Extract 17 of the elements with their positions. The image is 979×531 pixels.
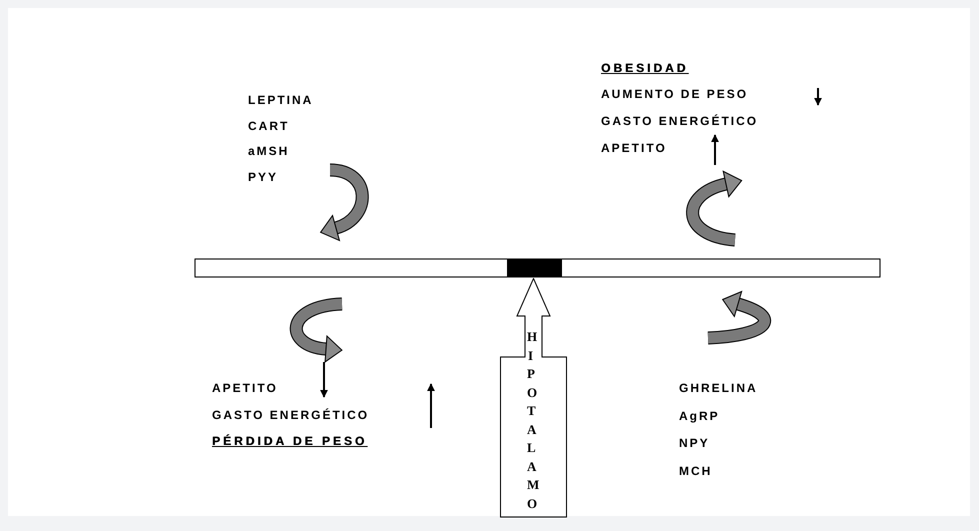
label-text: GASTO ENERGÉTICO xyxy=(212,408,370,422)
label-text: APETITO xyxy=(212,381,278,395)
heading-text: OBESIDAD xyxy=(601,61,688,75)
label-text: AUMENTO DE PESO xyxy=(601,87,748,101)
label-text: PYY xyxy=(248,170,278,184)
label-text: APETITO xyxy=(601,141,667,155)
label-text: aMSH xyxy=(248,144,290,158)
vertical-label: HIPOTALAMO xyxy=(526,328,544,512)
heading-text: PÉRDIDA DE PESO xyxy=(212,434,368,448)
label-text: NPY xyxy=(679,436,710,450)
label-text: CART xyxy=(248,119,290,133)
label-text: MCH xyxy=(679,464,712,478)
label-text: LEPTINA xyxy=(248,93,314,107)
arrow-shape xyxy=(500,278,567,518)
label-text: GHRELINA xyxy=(679,381,758,395)
label-text: GASTO ENERGÉTICO xyxy=(601,114,758,128)
label-text: AgRP xyxy=(679,409,720,423)
